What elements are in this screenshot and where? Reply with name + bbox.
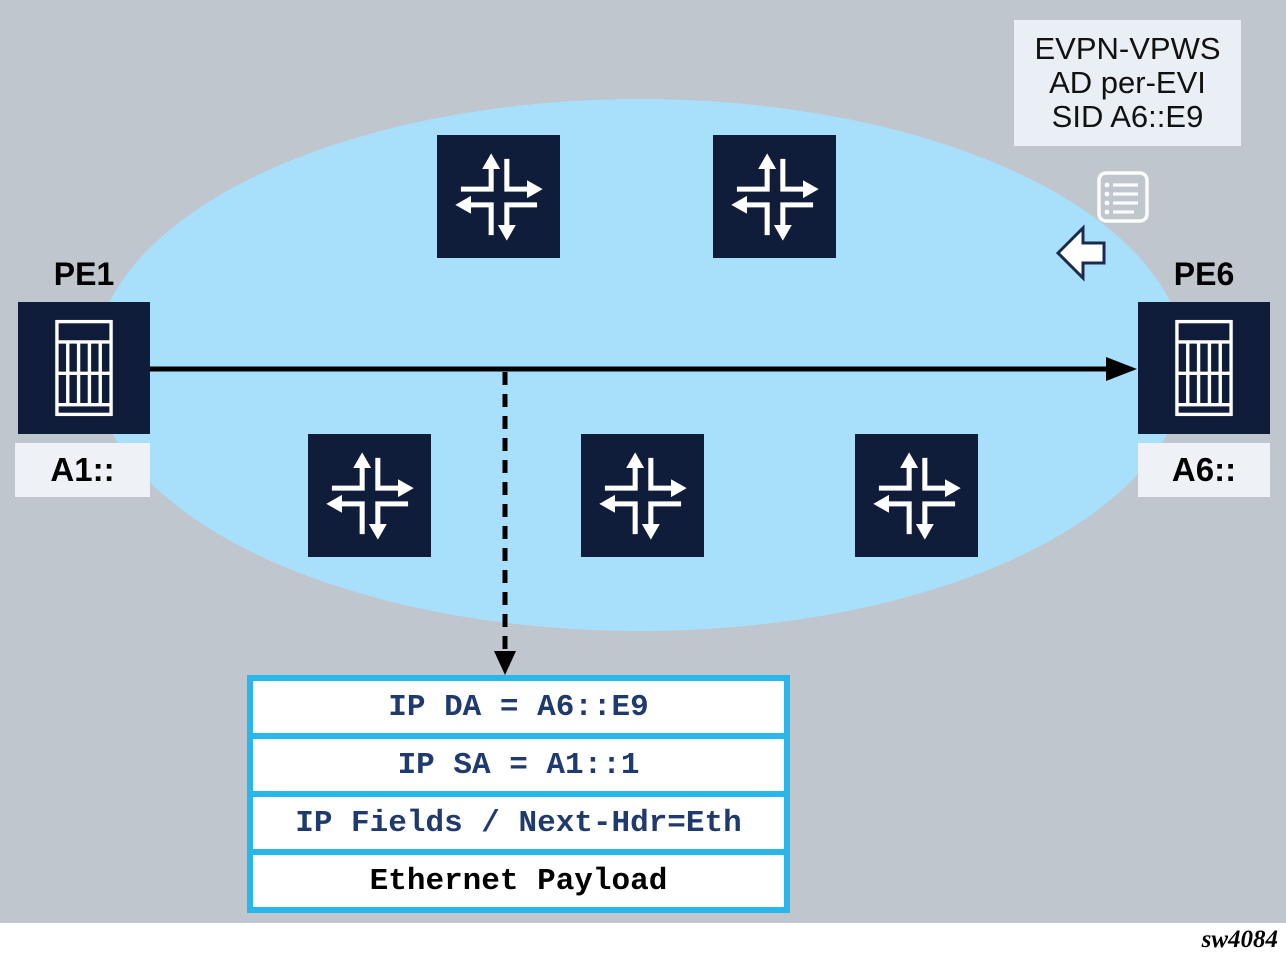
pe1-address-badge: A1:: bbox=[15, 443, 150, 497]
cross-arrows-router-icon bbox=[719, 141, 831, 253]
evpn-note-line-2: AD per-EVI bbox=[1049, 65, 1206, 100]
pe6-address-text: A6:: bbox=[1171, 451, 1237, 488]
core-router-node-1 bbox=[437, 135, 560, 258]
packet-row-ip-fields: IP Fields / Next-Hdr=Eth bbox=[253, 797, 784, 849]
evpn-note-line-3: SID A6::E9 bbox=[1051, 99, 1204, 134]
router-chassis-icon bbox=[1175, 318, 1233, 418]
packet-row-ip-da: IP DA = A6::E9 bbox=[253, 681, 784, 733]
pe6-label: PE6 bbox=[1173, 256, 1235, 292]
left-block-arrow-icon bbox=[1056, 224, 1106, 282]
core-router-node-5 bbox=[855, 434, 978, 557]
evpn-note-line-1: EVPN-VPWS bbox=[1034, 31, 1221, 66]
pe1-router-node bbox=[18, 302, 150, 434]
cross-arrows-router-icon bbox=[443, 141, 555, 253]
cross-arrows-router-icon bbox=[314, 440, 426, 552]
core-router-node-4 bbox=[581, 434, 704, 557]
list-icon bbox=[1097, 171, 1149, 223]
core-router-node-2 bbox=[713, 135, 836, 258]
packet-diagram: IP DA = A6::E9 IP SA = A1::1 IP Fields /… bbox=[247, 675, 790, 913]
cross-arrows-router-icon bbox=[861, 440, 973, 552]
pe6-router-node bbox=[1138, 302, 1270, 434]
cross-arrows-router-icon bbox=[587, 440, 699, 552]
pe1-label: PE1 bbox=[53, 256, 115, 292]
router-chassis-icon bbox=[55, 318, 113, 418]
figure-caption: sw4084 bbox=[1201, 926, 1278, 953]
pe6-address-badge: A6:: bbox=[1138, 443, 1270, 497]
packet-row-ethernet-payload: Ethernet Payload bbox=[253, 855, 784, 907]
core-router-node-3 bbox=[308, 434, 431, 557]
packet-row-ip-sa: IP SA = A1::1 bbox=[253, 739, 784, 791]
evpn-route-note: EVPN-VPWS AD per-EVI SID A6::E9 bbox=[1014, 20, 1241, 146]
pe1-address-text: A1:: bbox=[50, 451, 115, 488]
